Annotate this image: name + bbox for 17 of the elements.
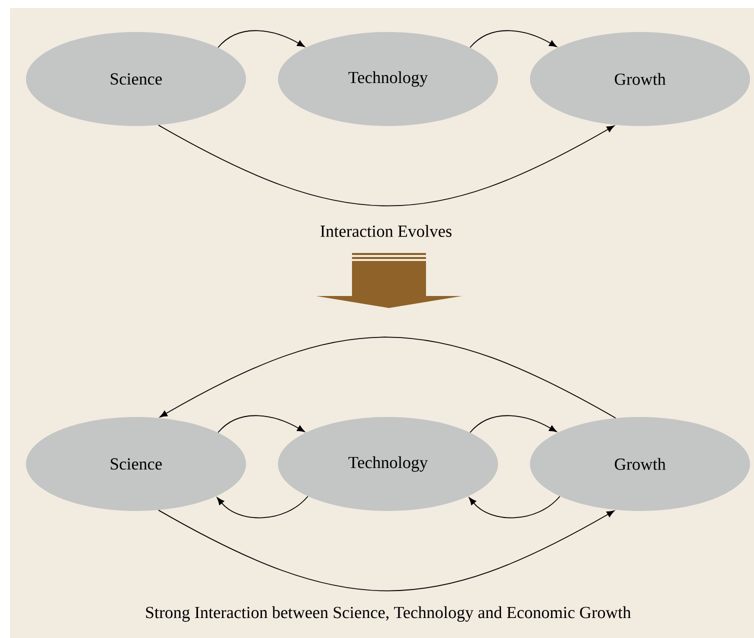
arrow bbox=[160, 336, 616, 418]
heading-text: Interaction Evolves bbox=[320, 225, 452, 237]
arrow bbox=[470, 30, 557, 48]
caption: Strong Interaction between Science, Technology and Economic Growth bbox=[146, 606, 631, 622]
ellipse-node: Technology bbox=[278, 416, 498, 511]
ellipse-node: Science bbox=[26, 32, 246, 126]
ellipse-node: Science bbox=[26, 416, 246, 511]
ellipse-node: Growth bbox=[530, 416, 750, 511]
arrow bbox=[158, 124, 614, 206]
arrow bbox=[218, 30, 305, 48]
ellipse-node: Technology bbox=[278, 32, 498, 126]
arrow bbox=[218, 415, 305, 433]
arrow bbox=[158, 510, 614, 592]
arrow bbox=[468, 496, 560, 518]
arrow bbox=[470, 415, 557, 433]
arrow bbox=[216, 496, 308, 518]
ellipse-node: Growth bbox=[530, 32, 750, 126]
